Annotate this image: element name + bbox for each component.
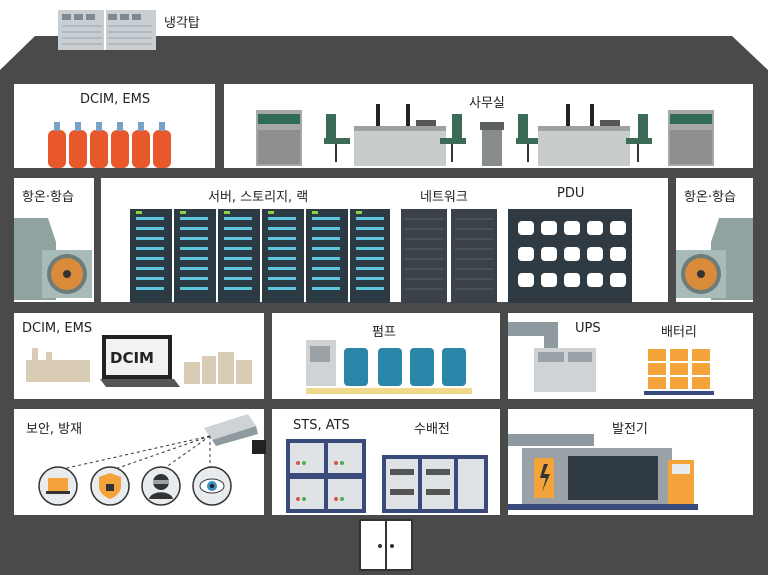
cooling-tower-label: 냉각탑	[164, 16, 200, 31]
laptop-circle-icon	[38, 466, 78, 506]
server-racks-icon	[130, 209, 390, 303]
entrance-door[interactable]	[359, 519, 413, 571]
cooling-tower-icon	[58, 10, 156, 50]
hvac-right-icon	[676, 218, 753, 300]
network-racks-icon	[401, 209, 497, 303]
battery-icon	[644, 349, 714, 395]
dcim-ems-bottom-label: DCIM, EMS	[22, 321, 93, 336]
switchgear-icon	[382, 455, 488, 513]
network-label: 네트워크	[420, 190, 468, 205]
security-label: 보안, 방재	[26, 422, 83, 437]
gas-cylinders-icon	[48, 122, 171, 168]
laptop-icon	[100, 335, 180, 387]
eye-circle-icon	[192, 466, 232, 506]
factory-icon	[26, 348, 90, 382]
hvac-left-label: 항온·항습	[22, 190, 74, 205]
servers-label: 서버, 스토리지, 랙	[208, 190, 309, 205]
generator-label: 발전기	[612, 422, 648, 437]
office-furniture-icon	[256, 104, 714, 166]
cctv-camera-icon	[204, 414, 266, 454]
hvac-left-icon	[14, 218, 92, 300]
sts-label: STS, ATS	[293, 418, 350, 433]
security-lines-icon	[57, 435, 211, 471]
office-label: 사무실	[469, 96, 505, 111]
pump-label: 펌프	[372, 325, 396, 340]
pdu-icon	[508, 209, 632, 303]
ups-icon	[508, 322, 596, 392]
pdu-label: PDU	[557, 186, 585, 201]
generator-icon	[508, 434, 698, 510]
dcim-screen-text: DCIM	[110, 349, 154, 367]
city-buildings-icon	[184, 352, 252, 384]
ups-label: UPS	[575, 321, 601, 336]
lock-circle-icon	[90, 466, 130, 506]
sts-ats-icon	[286, 439, 366, 513]
battery-label: 배터리	[661, 325, 697, 340]
pump-icon	[306, 340, 472, 394]
hacker-circle-icon	[141, 466, 181, 506]
switchgear-label: 수배전	[414, 422, 450, 437]
dcim-ems-top-label: DCIM, EMS	[80, 92, 151, 107]
hvac-right-label: 항온·항습	[684, 190, 736, 205]
